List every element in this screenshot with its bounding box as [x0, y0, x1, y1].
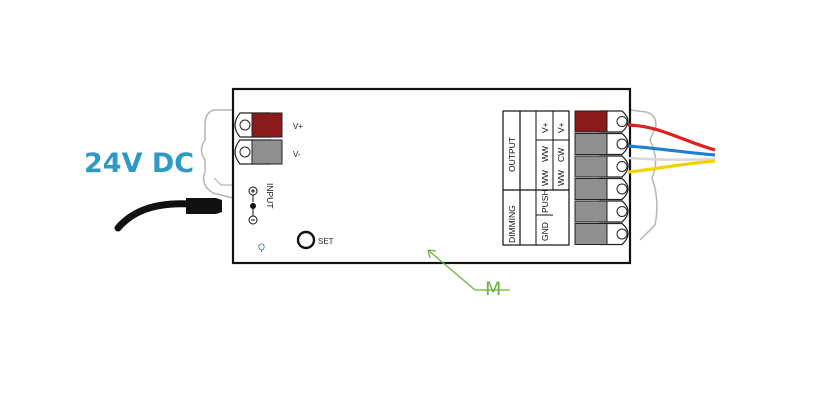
label-col1-ww-bottom: WW [540, 170, 550, 186]
output-terminal-hole [616, 138, 628, 150]
wire-red [627, 123, 716, 152]
controller-housing [231, 87, 632, 265]
dc-plug [186, 198, 222, 214]
output-terminal [574, 223, 608, 245]
wire-yellow [627, 159, 716, 174]
output-terminal-hole [616, 161, 628, 172]
output-terminal-v-plus [574, 110, 608, 133]
left-bracket [200, 109, 234, 199]
output-terminal [574, 133, 608, 155]
input-terminal-block [234, 112, 283, 165]
label-col1-v-plus: V+ [540, 122, 550, 133]
label-col1-ww-top: WW [540, 146, 550, 162]
left-bracket-inner [213, 177, 233, 186]
output-terminal-hole [616, 116, 628, 127]
wire-blue [627, 144, 716, 157]
label-supply-voltage: 24V DC [84, 148, 194, 179]
output-terminal-hole [616, 183, 628, 195]
output-terminal-hole [616, 228, 628, 240]
dc-cable [114, 200, 194, 232]
marker-arrow [427, 249, 510, 291]
wire-white [627, 156, 716, 161]
output-terminal [574, 200, 608, 223]
output-terminal [574, 155, 608, 178]
label-output: OUTPUT [507, 137, 517, 172]
label-marker: M [485, 278, 501, 300]
label-push: PUSH [540, 189, 550, 213]
label-col2-ww: WW [556, 170, 566, 186]
output-terminal [574, 178, 608, 200]
label-v-plus: V+ [293, 122, 303, 131]
terminal-label-table [502, 110, 570, 246]
label-col2-cw: CW [556, 148, 566, 162]
output-terminal-hole [616, 206, 628, 217]
output-terminal-block [574, 110, 629, 246]
marker-arrow-head [427, 249, 437, 259]
label-col2-v-plus: V+ [556, 122, 566, 133]
input-terminal-plus-body [251, 112, 283, 138]
set-button[interactable] [296, 230, 316, 250]
label-dimming: DIMMING [507, 205, 517, 243]
right-bracket [629, 109, 658, 241]
polarity-symbol [248, 186, 258, 225]
small-glyph: Ϙ [258, 242, 265, 252]
label-v-minus: V- [293, 150, 301, 159]
label-set: SET [318, 237, 334, 246]
label-input: INPUT [265, 183, 275, 209]
input-terminal-minus-body [251, 139, 283, 165]
label-gnd: GND [540, 222, 550, 241]
